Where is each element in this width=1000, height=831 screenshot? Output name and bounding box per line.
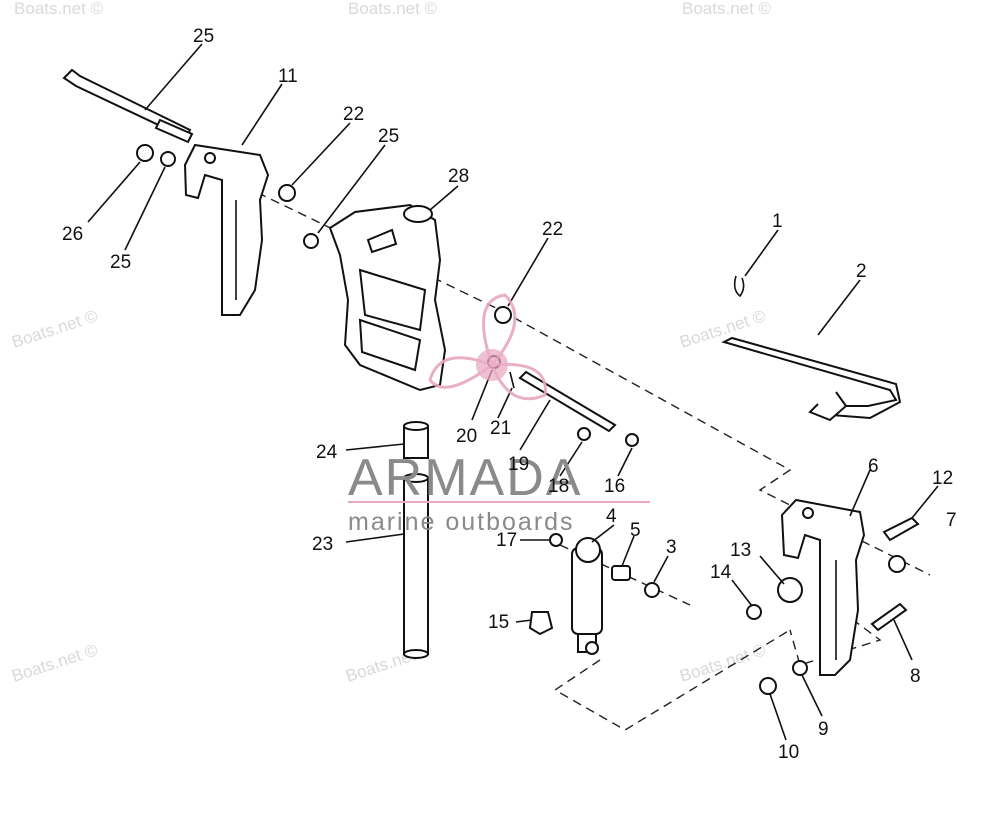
washer-part bbox=[278, 184, 296, 202]
right-bracket-part bbox=[780, 498, 866, 676]
tilt-shaft-part bbox=[403, 473, 429, 659]
fitting-part bbox=[625, 433, 639, 447]
callout-number: 18 bbox=[548, 476, 569, 497]
callout-number: 7 bbox=[946, 510, 957, 531]
washer-part bbox=[303, 233, 319, 249]
callout-number: 22 bbox=[542, 219, 563, 240]
brand-logo bbox=[428, 293, 547, 401]
callout-number: 12 bbox=[932, 468, 953, 489]
pin-part bbox=[509, 371, 515, 389]
tilt-tube-part bbox=[518, 370, 617, 433]
callout-number: 20 bbox=[456, 426, 477, 447]
callout-number: 6 bbox=[868, 456, 879, 477]
callout-number: 3 bbox=[666, 537, 677, 558]
shock-absorber-part bbox=[571, 537, 603, 655]
nut-part bbox=[759, 677, 777, 695]
callout-number: 19 bbox=[508, 454, 529, 475]
watermark: Boats.net © bbox=[677, 640, 768, 686]
callout-number: 8 bbox=[910, 666, 921, 687]
tilt-lever-part bbox=[721, 336, 902, 422]
left-bracket-part bbox=[183, 143, 270, 316]
callout-number: 17 bbox=[496, 530, 517, 551]
bushing-part bbox=[403, 421, 429, 459]
washer-part bbox=[160, 151, 176, 167]
nut-part bbox=[136, 144, 154, 162]
callout-number: 14 bbox=[710, 562, 732, 583]
callout-number: 15 bbox=[488, 612, 509, 633]
watermark: Boats.net © bbox=[682, 0, 772, 18]
watermark: Boats.net © bbox=[9, 640, 100, 686]
washer-part bbox=[644, 582, 660, 598]
callout-labels: 25 11 22 25 28 26 25 22 1 2 20 21 19 18 … bbox=[62, 26, 957, 763]
swivel-bracket-part bbox=[328, 203, 447, 392]
callout-number: 25 bbox=[193, 26, 214, 47]
callout-number: 21 bbox=[490, 418, 511, 439]
bolt-part bbox=[870, 602, 908, 632]
callout-number: 10 bbox=[778, 742, 799, 763]
watermark: Boats.net © bbox=[14, 0, 104, 18]
washer-part bbox=[792, 660, 808, 676]
watermark: Boats.net © bbox=[348, 0, 438, 18]
callout-number: 23 bbox=[312, 534, 333, 555]
callout-number: 13 bbox=[730, 540, 751, 561]
callout-number: 9 bbox=[818, 719, 829, 740]
callout-number: 24 bbox=[316, 442, 338, 463]
callout-number: 25 bbox=[110, 252, 131, 273]
callout-number: 11 bbox=[278, 66, 298, 87]
nut-part bbox=[888, 555, 906, 573]
fitting-part bbox=[577, 427, 591, 441]
nut-part bbox=[746, 604, 762, 620]
callout-number: 1 bbox=[772, 211, 783, 232]
callout-number: 5 bbox=[630, 520, 641, 541]
washer-part bbox=[494, 306, 512, 324]
bushing-part bbox=[611, 565, 631, 581]
bolt-part bbox=[882, 516, 920, 542]
through-bolt-part bbox=[62, 68, 194, 144]
leader-lines bbox=[87, 43, 939, 741]
brand-subtitle: marine outboards bbox=[348, 508, 575, 536]
callout-number: 22 bbox=[343, 104, 364, 125]
bolt-part bbox=[528, 611, 554, 636]
callout-number: 16 bbox=[604, 476, 625, 497]
brand-title: ARMADA bbox=[348, 449, 582, 507]
callout-number: 28 bbox=[448, 166, 469, 187]
watermark: Boats.net © bbox=[9, 306, 100, 352]
cotter-pin-part bbox=[733, 275, 745, 298]
callout-number: 26 bbox=[62, 224, 83, 245]
callout-number: 2 bbox=[856, 261, 867, 282]
callout-number: 25 bbox=[378, 126, 399, 147]
callout-number: 4 bbox=[606, 506, 617, 527]
